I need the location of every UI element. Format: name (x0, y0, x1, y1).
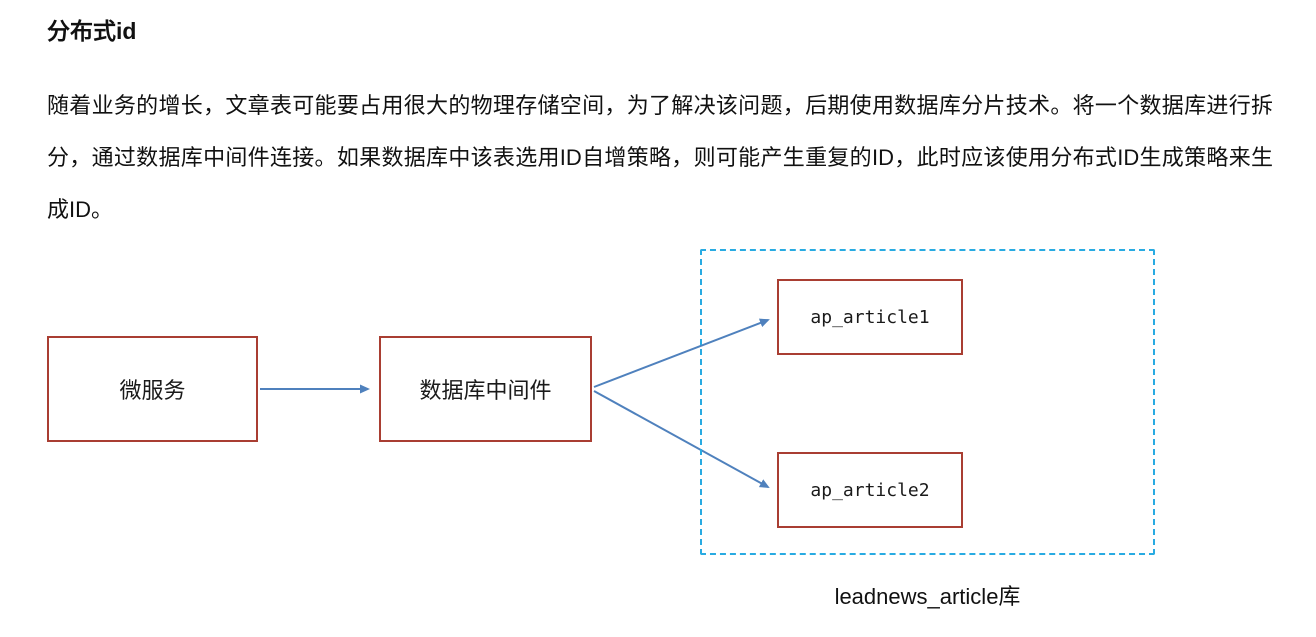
page-title: 分布式id (47, 18, 137, 44)
node-microservice: 微服务 (47, 336, 258, 442)
intro-paragraph: 随着业务的增长，文章表可能要占用很大的物理存储空间，为了解决该问题，后期使用数据… (47, 93, 1273, 222)
node-database-middleware: 数据库中间件 (379, 336, 592, 442)
node-ap-article1: ap_article1 (777, 279, 963, 355)
node-ap-article2-label: ap_article2 (810, 479, 930, 501)
database-group-label: leadnews_article库 (834, 584, 1021, 609)
node-microservice-label: 微服务 (119, 378, 186, 403)
node-database-middleware-label: 数据库中间件 (419, 378, 552, 403)
node-ap-article1-label: ap_article1 (810, 306, 930, 328)
node-ap-article2: ap_article2 (777, 452, 963, 528)
